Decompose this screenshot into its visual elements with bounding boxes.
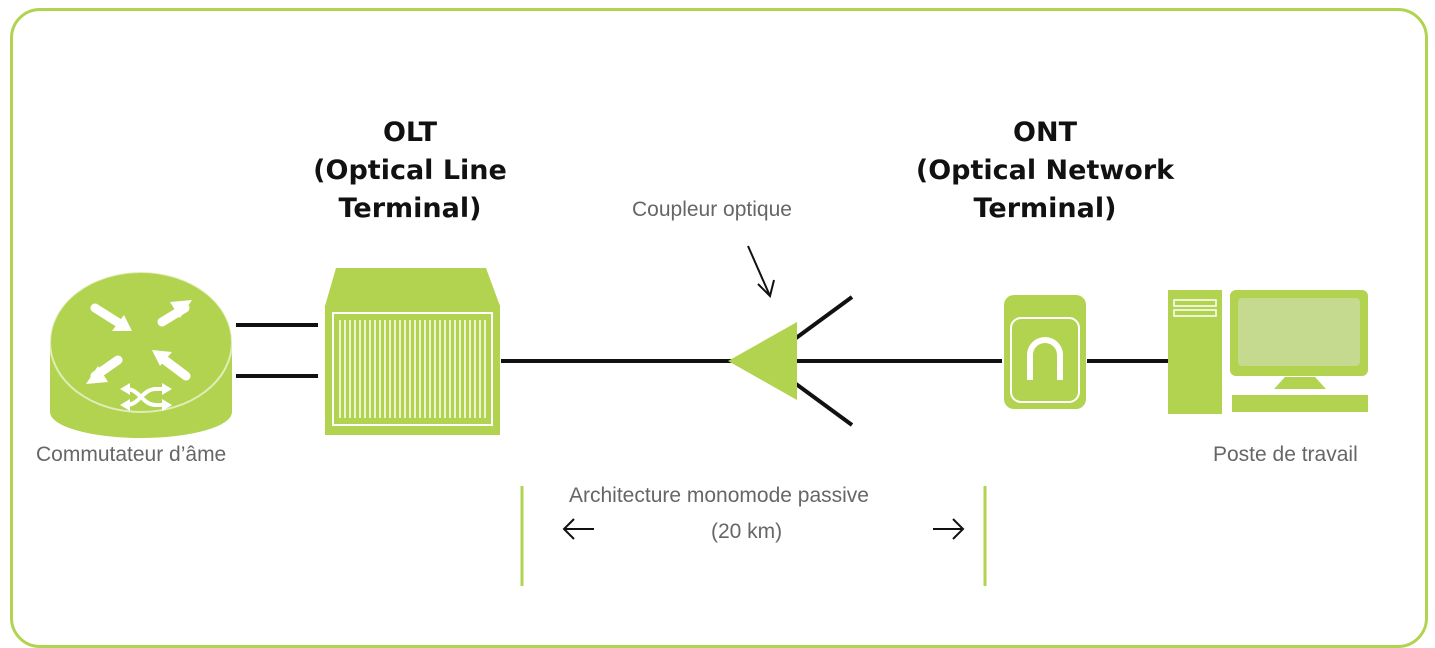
coupler-pointer-arrow [747, 245, 775, 298]
olt-full-name: (Optical Line Terminal) [313, 155, 507, 224]
ont-full-name: (Optical Network Terminal) [915, 155, 1175, 224]
workstation-label: Poste de travail [1213, 443, 1358, 466]
architecture-label: Architecture monomode passive [569, 484, 869, 507]
distance-label: (20 km) [711, 520, 783, 543]
coupler-label: Coupleur optique [632, 198, 792, 221]
core-switch-icon [49, 271, 233, 438]
ont-title: ONT (Optical Network Terminal) [840, 114, 1250, 228]
olt-abbr: OLT [382, 117, 438, 148]
connection-lines [236, 295, 1168, 427]
coupler-branch-down [790, 379, 854, 427]
ont-abbr: ONT [1013, 117, 1077, 148]
span-markers [520, 486, 987, 586]
optical-coupler-icon [728, 322, 797, 400]
coupler-branch-up [790, 295, 854, 343]
core-switch-label: Commutateur d’âme [36, 443, 227, 466]
ont-device-icon [1004, 295, 1086, 409]
olt-title: OLT (Optical Line Terminal) [245, 114, 575, 228]
workstation-icon [1168, 290, 1368, 414]
olt-chassis-icon [325, 268, 500, 435]
network-diagram [49, 245, 1368, 586]
